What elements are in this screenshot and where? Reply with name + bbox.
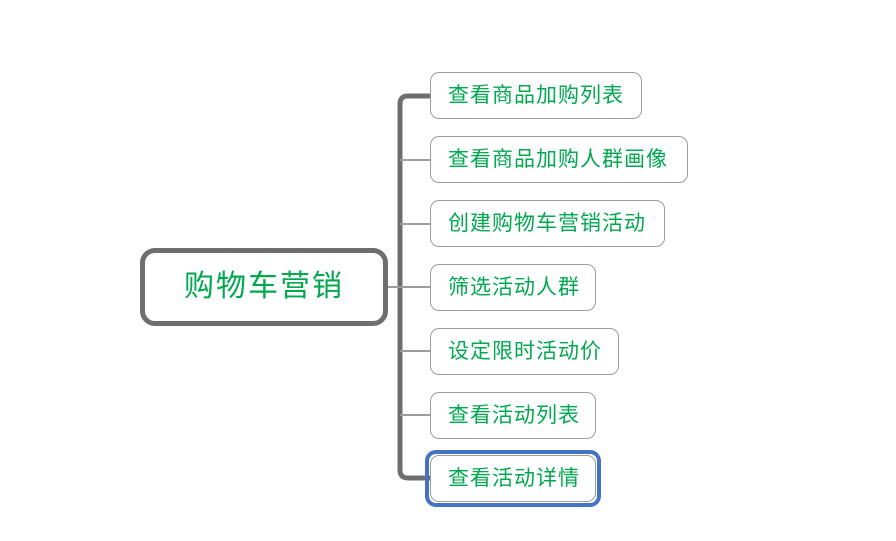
node-label: 设定限时活动价 <box>448 340 602 363</box>
root-node[interactable]: 购物车营销 <box>140 248 388 326</box>
node-label: 筛选活动人群 <box>448 276 580 299</box>
node-label: 创建购物车营销活动 <box>448 212 646 235</box>
node-view-cart-item-list[interactable]: 查看商品加购列表 <box>430 72 642 119</box>
node-label: 查看商品加购人群画像 <box>448 148 668 171</box>
node-label: 查看活动列表 <box>448 404 580 427</box>
node-label: 查看活动详情 <box>448 467 580 490</box>
root-node-label: 购物车营销 <box>184 270 344 303</box>
node-view-cart-audience-profile[interactable]: 查看商品加购人群画像 <box>430 136 688 183</box>
node-label: 查看商品加购列表 <box>448 84 624 107</box>
node-create-cart-campaign[interactable]: 创建购物车营销活动 <box>430 200 665 247</box>
node-set-limited-time-price[interactable]: 设定限时活动价 <box>430 328 619 375</box>
node-filter-campaign-audience[interactable]: 筛选活动人群 <box>430 264 596 311</box>
node-view-campaign-detail[interactable]: 查看活动详情 <box>430 455 596 502</box>
node-view-campaign-list[interactable]: 查看活动列表 <box>430 392 596 439</box>
trunk-line <box>397 93 430 481</box>
